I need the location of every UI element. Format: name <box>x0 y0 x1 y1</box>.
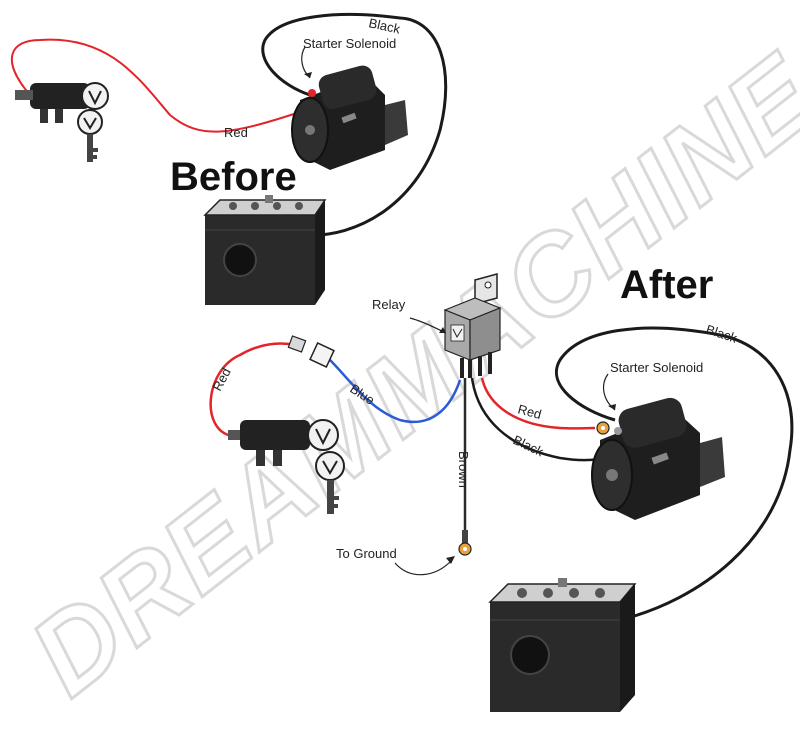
after-battery <box>488 578 637 712</box>
after-key <box>315 451 345 514</box>
relay <box>443 273 502 378</box>
to-ground-label: To Ground <box>336 546 397 561</box>
after-blue-wire <box>329 359 462 424</box>
after-red-left-label: Red <box>209 365 233 393</box>
after-black-top-label: Black <box>704 322 739 346</box>
before-key <box>77 109 103 162</box>
after-red-wire-relay <box>480 377 596 430</box>
before-ignition-switch <box>15 82 109 162</box>
after-starter <box>591 397 725 520</box>
before-red-label: Red <box>224 125 248 140</box>
after-starter-solenoid-label: Starter Solenoid <box>610 360 703 375</box>
after-ignition-switch <box>228 419 345 514</box>
before-title: Before <box>170 155 297 199</box>
after-red-right-label: Red <box>516 401 543 422</box>
ring-terminal-ground <box>458 530 472 556</box>
before-black-label: Black <box>367 15 402 36</box>
before-battery <box>203 195 327 305</box>
before-red-wire <box>10 38 301 133</box>
before-section: Starter Solenoid Black Red Before <box>10 13 448 305</box>
after-black-wire-battery <box>554 326 794 622</box>
before-starter-solenoid-label: Starter Solenoid <box>303 36 396 51</box>
after-brown-label: Brown <box>456 451 471 488</box>
after-plug-connector <box>287 335 335 368</box>
after-title: After <box>620 263 713 307</box>
ring-terminal-red <box>596 421 610 435</box>
relay-label: Relay <box>372 297 406 312</box>
after-black-right-label: Black <box>511 432 547 459</box>
before-black-wire <box>261 13 448 237</box>
before-starter <box>291 65 408 170</box>
after-red-wire <box>209 342 296 438</box>
